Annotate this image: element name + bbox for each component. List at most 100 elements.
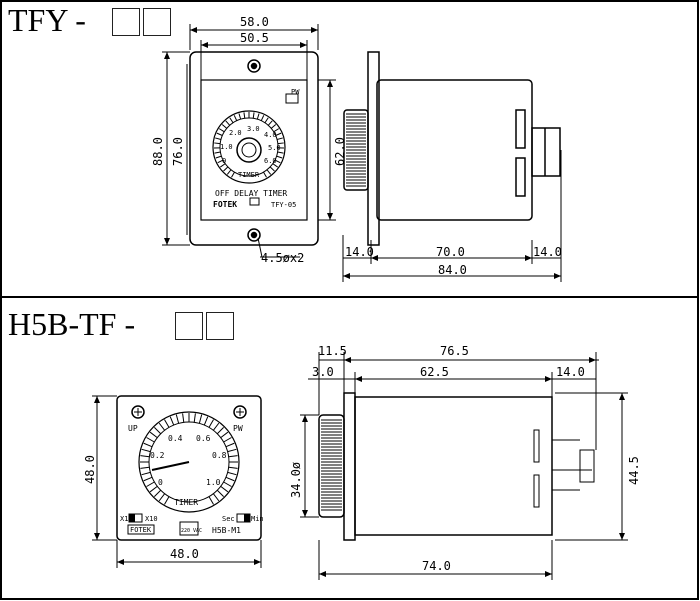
tfy-dim-hole: 4.5øx2 xyxy=(261,251,304,265)
dial-tick xyxy=(273,128,280,133)
tfy-dim-side-total: 84.0 xyxy=(438,263,467,277)
h5b-dim-top-c: 3.0 xyxy=(312,365,334,379)
dial-tick xyxy=(220,485,229,493)
tfy-dim-height-outer: 88.0 xyxy=(151,137,165,166)
dial-tick xyxy=(225,442,235,448)
dial-tick xyxy=(216,489,225,498)
dial-tick xyxy=(270,124,277,129)
h5b-dial-number: 0.4 xyxy=(168,434,183,443)
dial-tick xyxy=(140,466,150,469)
dial-tick xyxy=(252,112,255,119)
h5b-dim-height-right: 44.5 xyxy=(627,456,641,485)
h5b-side-knob xyxy=(318,414,345,518)
tfy-caption: OFF DELAY TIMER xyxy=(215,189,287,198)
dial-tick xyxy=(164,419,170,428)
pw-led xyxy=(233,405,247,419)
h5b-dim-top-d: 62.5 xyxy=(420,365,449,379)
tfy-dial-number: 5.0 xyxy=(268,144,281,152)
h5b-dim-height: 48.0 xyxy=(83,455,97,484)
dial-tick xyxy=(175,414,180,424)
tfy-dial-number: 6.0 xyxy=(264,157,277,165)
h5b-side-flange xyxy=(343,392,356,541)
h5b-dial-ticks xyxy=(140,413,238,505)
h5b-plug xyxy=(579,449,595,483)
mount-hole-top xyxy=(247,59,261,73)
tfy-dim-side-left: 14.0 xyxy=(345,245,374,259)
dial-tick xyxy=(149,431,158,439)
dial-tick xyxy=(208,419,214,428)
code-box xyxy=(206,312,234,340)
dial-tick xyxy=(233,115,238,121)
h5b-side-dim-lines xyxy=(300,352,628,580)
dial-tick xyxy=(216,426,225,435)
sec-min-switch-knob xyxy=(244,514,250,522)
dial-tick xyxy=(226,169,232,175)
pw-label: PW xyxy=(233,424,243,433)
dial-tick xyxy=(218,128,225,133)
dial-tick xyxy=(269,166,275,172)
dial-tick xyxy=(169,416,175,426)
tfy-dim-width-outer: 58.0 xyxy=(240,15,269,29)
dial-tick xyxy=(227,448,237,453)
dial-tick xyxy=(217,159,224,164)
tfy-brand: FOTEK xyxy=(213,200,237,209)
h5b-dial-number: 0.2 xyxy=(150,451,165,460)
dial-tick xyxy=(225,120,231,126)
h5b-model: H5B-M1 xyxy=(212,526,241,535)
dial-tick xyxy=(146,481,155,487)
dial-tick xyxy=(212,493,220,502)
h5b-dial-label: TIMER xyxy=(174,498,198,507)
code-box xyxy=(112,8,140,36)
dial-tick xyxy=(264,117,269,124)
min-label: Min xyxy=(251,515,264,523)
dial-tick xyxy=(266,169,272,175)
h5b-front-dim-lines xyxy=(92,395,262,568)
h5b-dim-top-a: 11.5 xyxy=(318,344,347,358)
tfy-dial-number: 1.0 xyxy=(220,143,233,151)
up-led xyxy=(131,405,145,419)
h5b-dial-outer xyxy=(138,411,240,513)
dial-tick xyxy=(243,112,246,119)
tfy-logo-box xyxy=(249,197,260,206)
dial-tick xyxy=(260,115,265,121)
h5b-dim-width: 48.0 xyxy=(170,547,199,561)
dial-tick xyxy=(141,471,151,476)
tfy-dial-number: 3.0 xyxy=(247,125,260,133)
tfy-dial-number: 2.0 xyxy=(229,129,242,137)
h5b-voltage-box xyxy=(179,521,199,536)
dial-tick xyxy=(203,416,209,426)
tfy-dial-label: TIMER xyxy=(238,171,260,179)
h5b-dial-number: 0 xyxy=(158,478,163,487)
h5b-brand: FOTEK xyxy=(130,526,152,534)
mount-hole-bottom xyxy=(247,228,261,242)
dial-tick xyxy=(143,476,153,482)
h5b-side-body xyxy=(354,396,553,536)
dial-tick xyxy=(158,493,166,502)
tfy-dial-number: 4.0 xyxy=(264,131,277,139)
h5b-voltage: 220 VAC xyxy=(181,528,202,534)
dial-tick xyxy=(182,413,185,423)
dial-tick xyxy=(228,466,238,469)
dial-tick xyxy=(164,496,170,505)
tfy-title: TFY - xyxy=(8,2,86,38)
dial-tick xyxy=(221,124,228,129)
h5b-title: H5B-TF - xyxy=(8,306,136,342)
tfy-side-knob xyxy=(343,109,369,191)
h5b-dial-number: 0.8 xyxy=(212,451,227,460)
tfy-side-view xyxy=(343,51,561,246)
tfy-front-panel xyxy=(200,79,308,221)
dial-tick xyxy=(275,132,282,136)
tfy-side-body xyxy=(376,79,533,221)
dial-tick xyxy=(193,413,196,423)
dial-tick xyxy=(140,455,150,458)
dial-tick xyxy=(223,437,232,443)
tfy-arrows xyxy=(164,27,561,279)
h5b-dim-top-e: 14.0 xyxy=(556,365,585,379)
x1-label: X1 xyxy=(120,515,128,523)
dial-tick xyxy=(214,151,221,154)
dial-tick xyxy=(146,437,155,443)
tfy-code-boxes xyxy=(112,8,171,36)
tfy-dim-side-right: 14.0 xyxy=(533,245,562,259)
tfy-dim-lines xyxy=(162,24,562,282)
